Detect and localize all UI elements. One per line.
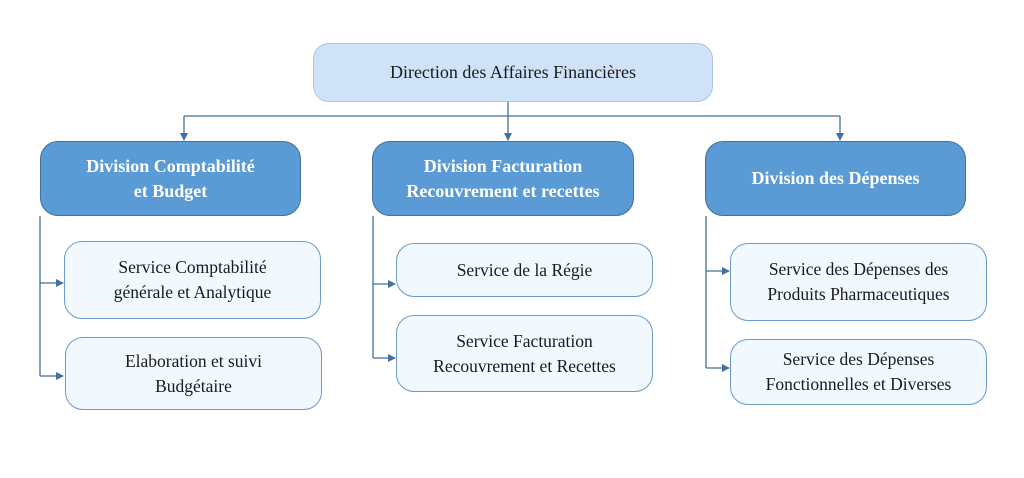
service-label: Elaboration et suivi Budgétaire xyxy=(124,350,263,396)
service-label: Service Facturation Recouvrement et Rece… xyxy=(433,330,616,376)
service-label: Service Comptabilité générale et Analyti… xyxy=(113,257,272,302)
service-regie: Service de la Régie xyxy=(396,243,653,297)
root-node: Direction des Affaires Financières xyxy=(313,43,713,102)
service-depenses-produits-pharmaceutiques: Service des Dépenses des Produits Pharma… xyxy=(730,243,987,321)
division-label: Division Facturation Recouvrement et rec… xyxy=(406,155,600,201)
service-label: Service de la Régie xyxy=(456,259,593,280)
division-facturation-recouvrement: Division Facturation Recouvrement et rec… xyxy=(372,141,634,216)
service-depenses-fonctionnelles-diverses: Service des Dépenses Fonctionnelles et D… xyxy=(730,339,987,405)
service-label: Service des Dépenses des Produits Pharma… xyxy=(767,259,950,304)
service-elaboration-suivi-budgetaire: Elaboration et suivi Budgétaire xyxy=(65,337,322,410)
service-label: Service des Dépenses Fonctionnelles et D… xyxy=(765,349,952,394)
root-node-label: Direction des Affaires Financières xyxy=(389,62,637,82)
division-label: Division Comptabilité et Budget xyxy=(86,155,255,201)
service-comptabilite-generale-analytique: Service Comptabilité générale et Analyti… xyxy=(64,241,321,319)
division-label: Division des Dépenses xyxy=(751,168,920,188)
division-depenses: Division des Dépenses xyxy=(705,141,966,216)
division-comptabilite-budget: Division Comptabilité et Budget xyxy=(40,141,301,216)
service-facturation-recouvrement-recettes: Service Facturation Recouvrement et Rece… xyxy=(396,315,653,392)
